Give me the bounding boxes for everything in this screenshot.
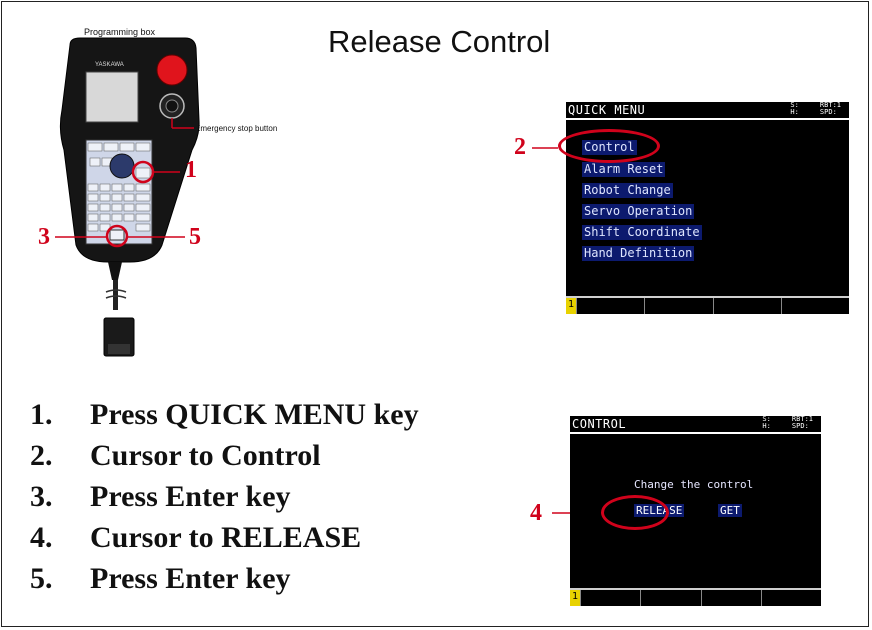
pendant-cable — [108, 262, 122, 280]
menu-item-shift-coordinate[interactable]: Shift Coordinate — [582, 225, 702, 240]
callout-5: 5 — [189, 224, 201, 250]
screen-header: QUICK MENU S: RBT:1 H: SPD: — [566, 102, 849, 120]
menu-item-alarm-reset[interactable]: Alarm Reset — [582, 162, 666, 177]
step-item: 5.Press Enter key — [30, 562, 291, 595]
menu-item-hand-definition[interactable]: Hand Definition — [582, 246, 695, 261]
enter-key — [109, 229, 125, 241]
pendant-lcd — [85, 71, 139, 123]
pendant-label: Programming box — [84, 27, 156, 37]
screen-status: S: RBT:1 H: SPD: — [762, 415, 813, 430]
page-title: Release Control — [328, 24, 551, 59]
callout-1: 1 — [185, 157, 197, 183]
callout-4: 4 — [530, 500, 542, 526]
control-screen: CONTROL S: RBT:1 H: SPD: Change the cont… — [570, 416, 821, 606]
footer-number: 1 — [566, 298, 576, 314]
menu-item-servo-operation[interactable]: Servo Operation — [582, 204, 695, 219]
screen-title: QUICK MENU — [568, 103, 646, 117]
screen-title: CONTROL — [572, 417, 627, 431]
screen-footer: 1 — [570, 588, 821, 606]
pendant-brand: YASKAWA — [95, 62, 124, 68]
control-highlight — [558, 129, 660, 163]
screen-status: S: RBT:1 H: SPD: — [790, 101, 841, 116]
screen-header: CONTROL S: RBT:1 H: SPD: — [570, 416, 821, 434]
control-prompt: Change the control — [634, 478, 754, 491]
step-item: 3.Press Enter key — [30, 480, 291, 513]
screen-footer: 1 — [566, 296, 849, 314]
step-item: 2.Cursor to Control — [30, 439, 321, 472]
callout-2: 2 — [514, 134, 526, 160]
get-option[interactable]: GET — [718, 504, 742, 517]
estop-label: Emergency stop button — [195, 124, 278, 133]
step-item: 4.Cursor to RELEASE — [30, 521, 362, 554]
menu-item-robot-change[interactable]: Robot Change — [582, 183, 673, 198]
step-item: 1.Press QUICK MENU key — [30, 398, 419, 431]
callout-3: 3 — [38, 224, 50, 250]
quick-menu-screen: QUICK MENU S: RBT:1 H: SPD: Control Alar… — [558, 102, 849, 314]
release-highlight — [601, 495, 669, 530]
footer-number: 1 — [570, 590, 580, 606]
steps-list: 1.Press QUICK MENU key 2.Cursor to Contr… — [30, 398, 419, 603]
estop-button — [156, 54, 188, 86]
cursor-pad — [109, 153, 135, 179]
enter-key-highlight — [105, 224, 129, 248]
